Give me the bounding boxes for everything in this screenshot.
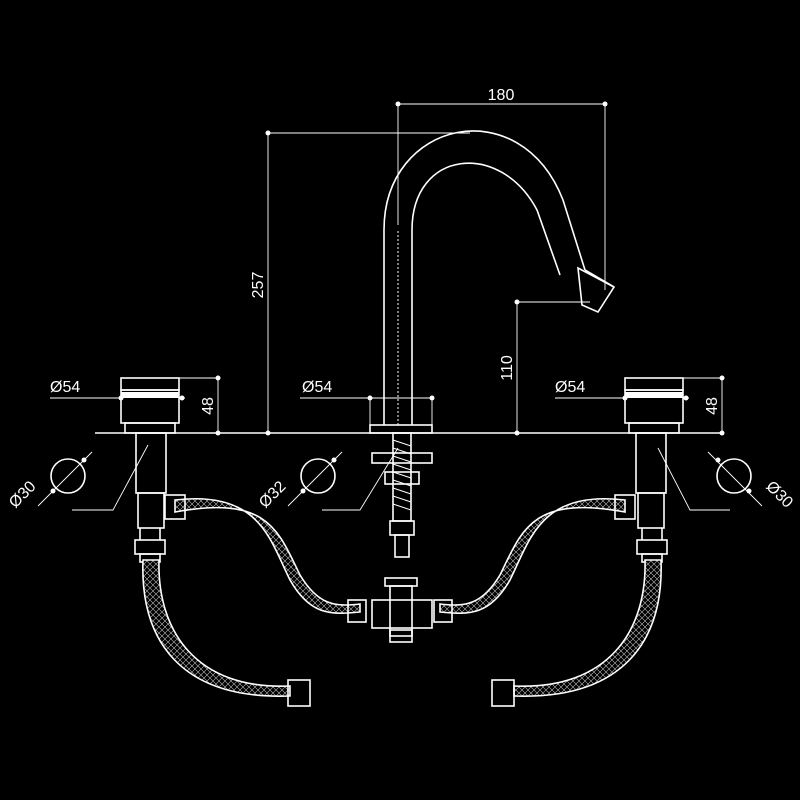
total-height-label: 257 [250,272,267,299]
dimension-spout-reach: 180 [395,87,608,290]
left-upper-hose [164,494,367,623]
dimension-total-height: 257 [250,130,470,436]
dimension-spout-height: 110 [499,299,590,436]
left-valve-body [134,432,167,563]
right-upper-hose [433,494,636,623]
hole-right: Ø30 [657,447,796,512]
hole-right-label: Ø30 [762,478,795,511]
right-handle-diameter-label: Ø54 [555,379,585,396]
dimension-right-handle: Ø54 48 [555,375,725,436]
spout-base-diameter-label: Ø54 [302,379,332,396]
spout-height-label: 110 [499,355,516,381]
hole-left-label: Ø30 [6,478,39,511]
right-valve-body [635,432,668,563]
right-lower-hose [491,559,662,707]
right-handle [624,377,684,434]
hole-left: Ø30 [6,444,149,512]
left-handle-diameter-label: Ø54 [50,379,80,396]
left-handle [120,377,180,434]
center-threaded-rod [371,432,433,558]
spout [369,130,616,434]
spout-reach-label: 180 [488,87,515,104]
right-handle-height-label: 48 [704,397,721,415]
tee-connector [371,577,433,643]
left-handle-height-label: 48 [200,397,217,415]
dimension-spout-base: Ø54 [300,379,435,425]
hole-center: Ø32 [256,447,399,512]
dimension-left-handle: Ø54 48 [50,375,221,436]
hole-center-label: Ø32 [256,478,289,511]
left-lower-hose [142,559,311,707]
